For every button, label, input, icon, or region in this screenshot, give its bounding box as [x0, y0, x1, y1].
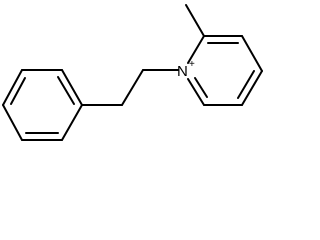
ethyl-linker — [81, 69, 179, 106]
bond-methyl — [185, 4, 205, 37]
structure-diagram: N + — [2, 4, 263, 141]
bond-c4-c5 — [241, 70, 263, 106]
bond-p1-p2-inner — [57, 76, 75, 105]
bond-p1-p2 — [61, 69, 83, 106]
bond-p3-p4-inner — [10, 77, 26, 105]
bond-p6-p1 — [61, 104, 83, 141]
bond-c4-c5-inner — [237, 70, 255, 99]
phenyl-ring — [2, 69, 83, 141]
bond-p3-p4 — [2, 69, 23, 106]
bond-p4-p5 — [2, 104, 23, 141]
bond-c6-n1 — [187, 78, 205, 106]
bond-n1-c2 — [187, 35, 205, 64]
bond-c6-n1-inner — [194, 77, 208, 98]
nitrogen-charge-label: + — [189, 59, 195, 70]
bond-c3-c4 — [241, 35, 263, 72]
nitrogen-atom-label: N — [177, 63, 188, 80]
pyridinium-ring — [187, 35, 263, 106]
bond-ch2-ch2 — [121, 69, 144, 106]
